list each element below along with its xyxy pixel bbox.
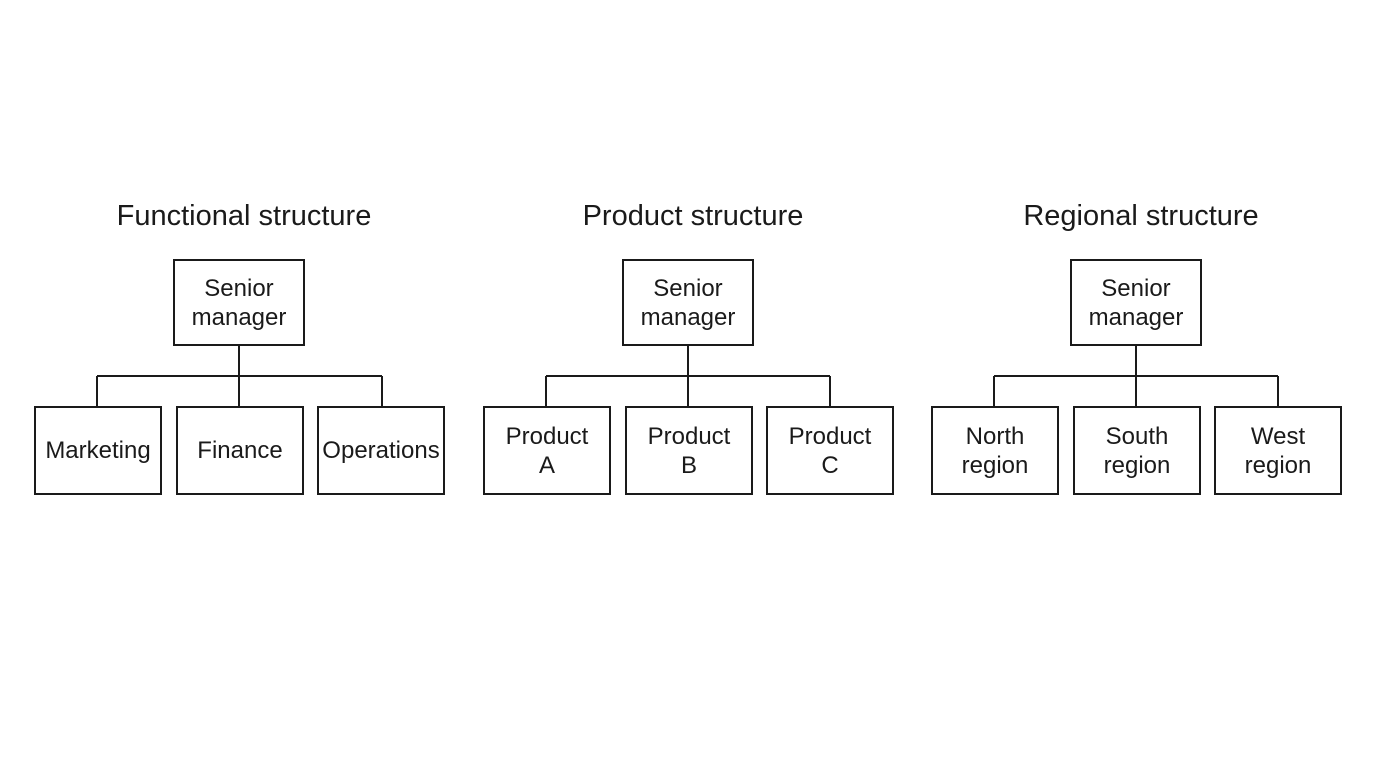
senior-manager-box: Senior manager bbox=[1070, 259, 1202, 346]
connector-lines bbox=[545, 346, 831, 406]
product-structure-diagram: Product structure Senior manager Product… bbox=[483, 0, 903, 768]
product-b-box: Product B bbox=[625, 406, 753, 495]
diagram-title: Functional structure bbox=[116, 200, 372, 232]
connector-lines bbox=[96, 346, 383, 406]
functional-structure-diagram: Functional structure Senior manager Mark… bbox=[34, 0, 454, 768]
north-region-box: North region bbox=[931, 406, 1059, 495]
product-c-box: Product C bbox=[766, 406, 894, 495]
senior-manager-box: Senior manager bbox=[622, 259, 754, 346]
operations-box: Operations bbox=[317, 406, 445, 495]
senior-manager-box: Senior manager bbox=[173, 259, 305, 346]
finance-box: Finance bbox=[176, 406, 304, 495]
connector-lines bbox=[993, 346, 1279, 406]
marketing-box: Marketing bbox=[34, 406, 162, 495]
diagram-title: Product structure bbox=[582, 200, 804, 232]
south-region-box: South region bbox=[1073, 406, 1201, 495]
west-region-box: West region bbox=[1214, 406, 1342, 495]
product-a-box: Product A bbox=[483, 406, 611, 495]
regional-structure-diagram: Regional structure Senior manager North … bbox=[931, 0, 1351, 768]
diagram-title: Regional structure bbox=[1023, 200, 1259, 232]
